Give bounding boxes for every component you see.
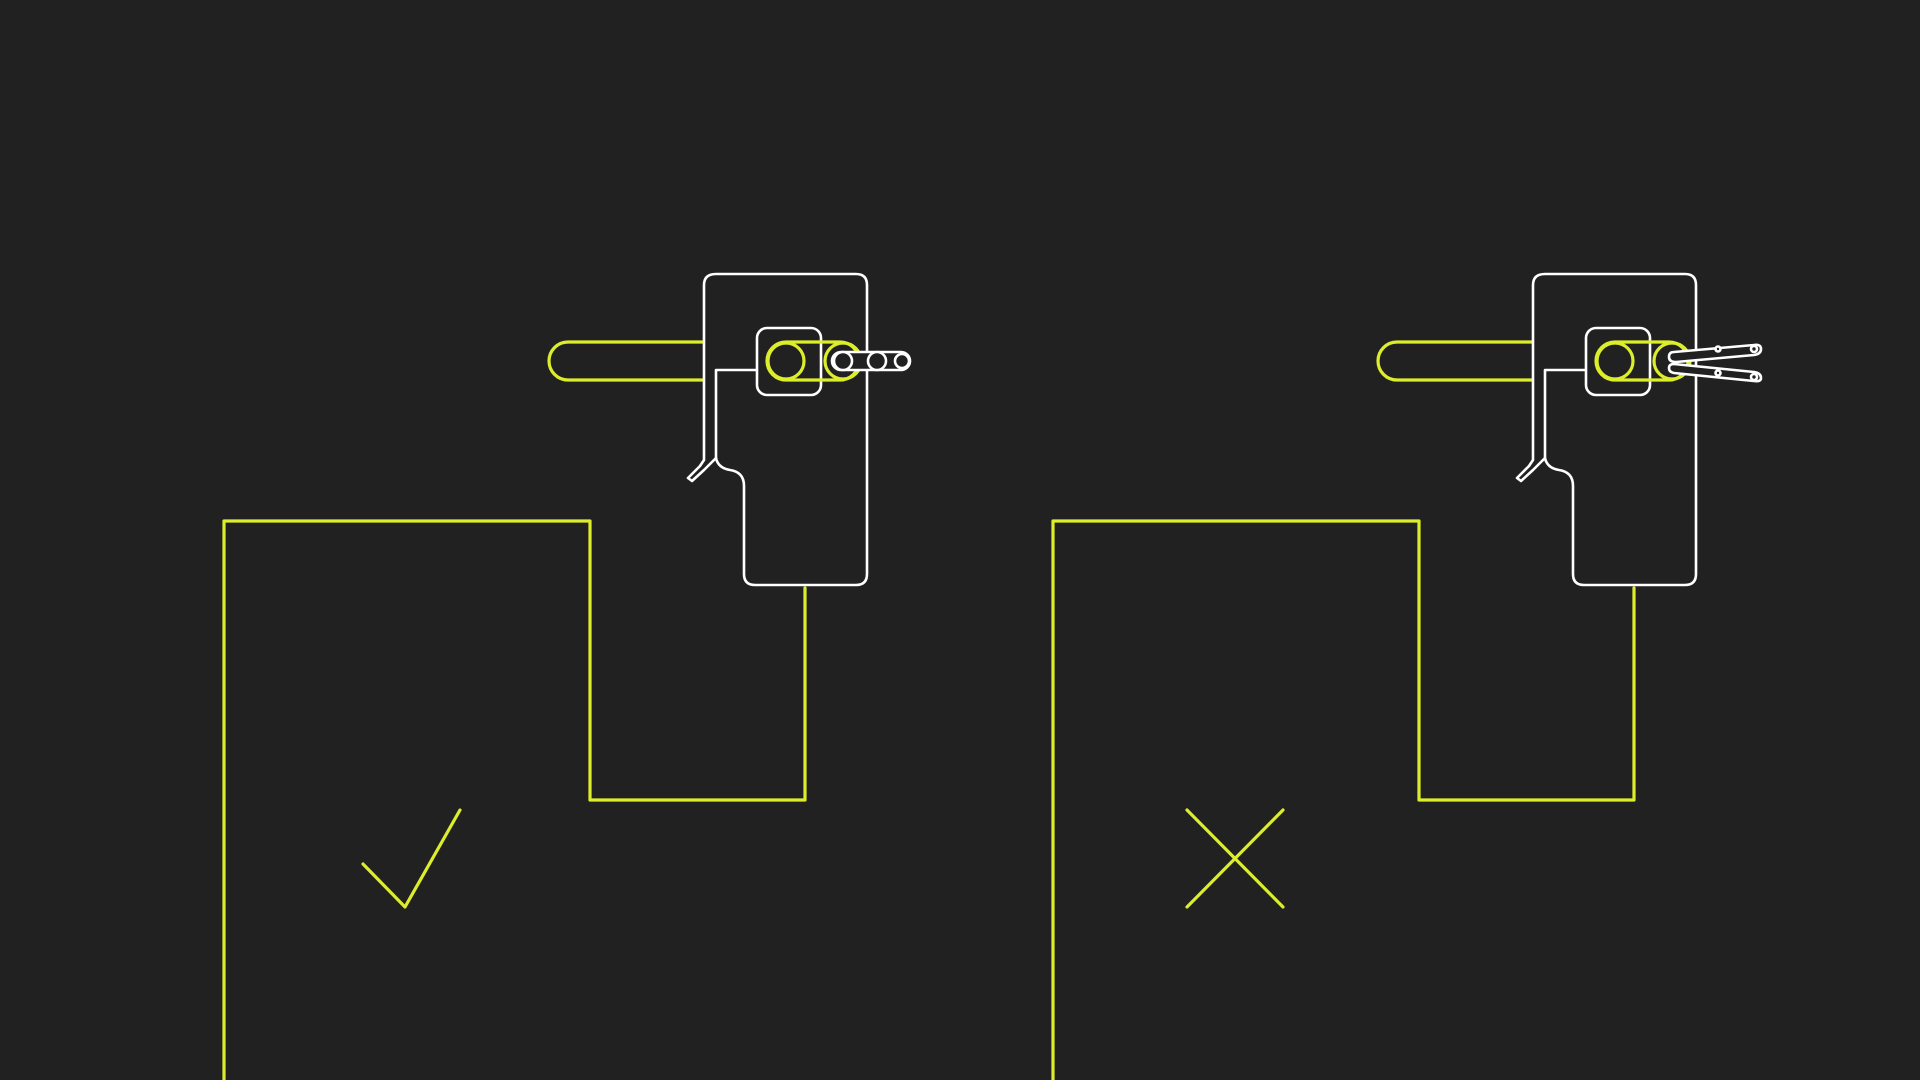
single-pin-probe-icon	[830, 350, 912, 372]
probe-prong-upper	[1667, 343, 1763, 364]
probe-tip-lower	[1749, 372, 1759, 382]
socket-block	[755, 326, 823, 397]
panel-incorrect	[1051, 272, 1763, 1080]
cable-route-outline	[1051, 519, 1636, 1080]
probe-tip	[893, 352, 911, 370]
probe-tip-upper	[1749, 344, 1759, 354]
probe-joint	[866, 350, 888, 372]
handle-bar	[547, 340, 722, 382]
inner-channel	[714, 368, 759, 460]
check-mark-icon	[361, 808, 462, 909]
cylinder-face	[766, 341, 806, 381]
probe-joint-lower	[1714, 369, 1722, 377]
probe-ring	[832, 350, 854, 372]
cable-route-outline	[222, 519, 807, 1080]
cylinder-face	[1595, 341, 1635, 381]
cross-mark-icon	[1185, 808, 1285, 909]
inner-channel	[1543, 368, 1588, 460]
plug-device	[1515, 272, 1698, 587]
panel-correct	[222, 272, 912, 1080]
cross-stroke-b	[1185, 808, 1285, 909]
handle-bar	[1376, 340, 1551, 382]
probe-joint-upper	[1714, 345, 1722, 353]
socket-block	[1584, 326, 1652, 397]
split-pin-probe-icon	[1667, 343, 1763, 383]
plug-device	[686, 272, 869, 587]
